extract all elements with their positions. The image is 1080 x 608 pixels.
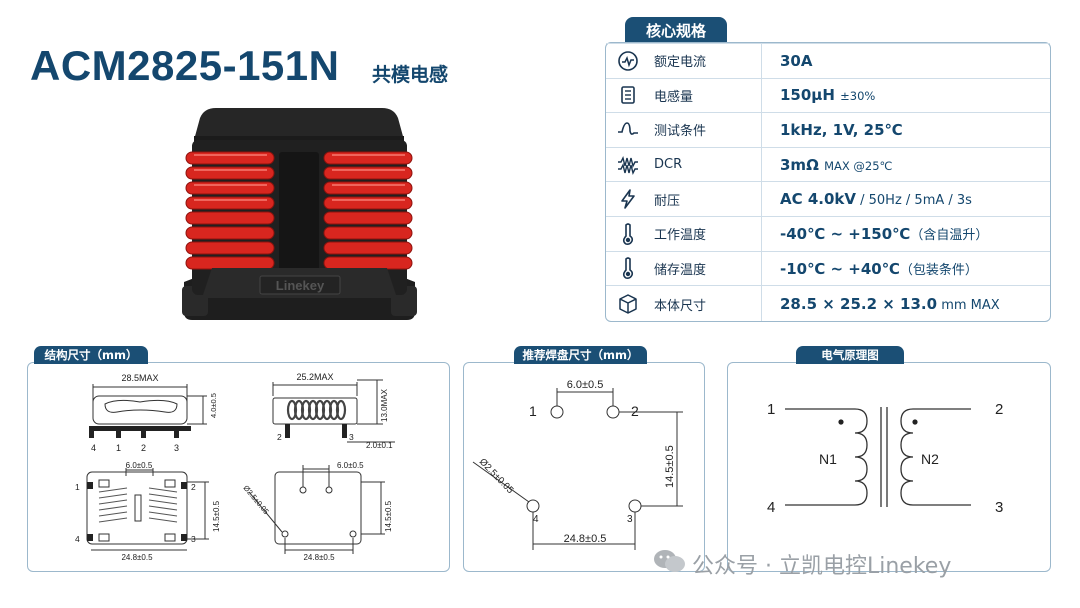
winding-label-n1: N1 [819,451,837,467]
spec-label: 测试条件 [654,124,707,140]
pin-label: 2 [141,443,146,453]
wechat-icon [652,548,686,580]
pin-label: 2 [631,403,639,419]
waveform-icon [606,119,650,141]
spec-value: 28.5 × 25.2 × 13.0 mm MAX [780,295,1000,314]
spec-value: -10℃ ~ +40℃（包装条件） [780,259,978,278]
spec-header-tab: 核心规格 [625,17,727,43]
product-subtitle: 共模电感 [372,64,449,86]
pin-label: 2 [995,401,1003,418]
spec-label: DCR [654,157,683,173]
pin-label: 1 [75,482,80,492]
pin-label: 4 [767,499,775,516]
spec-row-test-condition: 测试条件 1kHz, 1V, 25℃ [606,112,1050,147]
cube-icon [606,293,650,315]
coil-icon [606,84,650,106]
pin-label: 3 [191,534,196,544]
spec-row-inductance: 电感量 150μH ±30% [606,77,1050,113]
dim-side-width-label: 25.2MAX [296,372,333,382]
dimensions-panel [27,362,450,572]
lightning-icon [606,188,650,210]
dim-hole-dia-label: Ø2.5±0.05 [241,484,270,517]
spec-label: 本体尺寸 [654,298,707,314]
dim-pin-length-label: 2.0±0.1 [366,441,393,450]
pin-label: 3 [627,514,633,525]
dim-fp-pitch-label: 6.0±0.5 [337,461,364,470]
spec-label: 储存温度 [654,262,707,278]
pad-panel [463,362,705,572]
dim-fp-span-label: 14.5±0.5 [384,500,393,532]
product-marking: Linekey [276,278,325,293]
dim-width-label: 28.5MAX [121,373,158,383]
pin-label: 1 [529,403,537,419]
product-title: ACM2825-151N [30,42,340,89]
spec-value: -40℃ ~ +150℃（含自温升） [780,225,989,244]
schematic-panel [727,362,1051,572]
pin-label: 3 [995,499,1003,516]
resistor-icon [606,154,650,176]
dimensions-header-tab: 结构尺寸（mm） [34,346,148,364]
spec-label: 电感量 [654,89,694,105]
dim-pin-span-label: 14.5±0.5 [212,500,221,532]
spec-label: 工作温度 [654,228,707,244]
pin-label: 2 [277,432,282,442]
pad-width-label: 24.8±0.5 [564,533,607,545]
spec-label: 耐压 [654,193,681,209]
pin-label: 4 [91,443,96,453]
dim-side-height-label: 13.0MAX [380,388,389,422]
spec-value: 30A [780,51,813,70]
pad-span-label: 14.5±0.5 [664,445,676,488]
spec-value: 3mΩ MAX @25℃ [780,155,893,174]
pad-hole-dia-label: Ø2.5±0.05 [477,456,516,496]
spec-row-operating-temp: 工作温度 -40℃ ~ +150℃（含自温升） [606,216,1050,251]
spec-table: 额定电流 30A 电感量 150μH ±30% 测试条件 1kHz, 1V, 2… [605,42,1051,322]
pin-label: 3 [349,432,354,442]
product-photo: Linekey [172,100,427,332]
spec-row-current: 额定电流 30A [606,43,1050,78]
spec-row-dcr: DCR 3mΩ MAX @25℃ [606,146,1050,182]
spec-value: AC 4.0kV / 50Hz / 5mA / 3s [780,190,972,209]
pin-label: 3 [174,443,179,453]
spec-value: 1kHz, 1V, 25℃ [780,120,903,139]
watermark-text: 公众号 · 立凯电控Linekey [692,554,952,579]
pin-label: 1 [116,443,121,453]
dim-bottom-width-label: 24.8±0.5 [121,553,153,562]
dim-pin-pitch-label: 6.0±0.5 [126,461,153,470]
spec-value: 150μH ±30% [780,86,876,105]
spec-label: 额定电流 [654,55,707,71]
pin-label: 4 [75,534,80,544]
watermark: 公众号 · 立凯电控Linekey [652,548,951,580]
winding-label-n2: N2 [921,451,939,467]
spec-row-storage-temp: 储存温度 -10℃ ~ +40℃（包装条件） [606,250,1050,286]
dim-height-label: 4.0±0.5 [209,393,218,418]
pin-label: 1 [767,401,775,418]
pad-pitch-label: 6.0±0.5 [567,379,604,391]
thermometer-icon [606,256,650,280]
pin-label: 2 [191,482,196,492]
pin-label: 4 [533,514,539,525]
pad-header-tab: 推荐焊盘尺寸（mm） [514,346,647,364]
schematic-drawing: 1 2 3 4 N1 N2 [767,401,1003,516]
schematic-header-tab: 电气原理图 [796,346,904,364]
spec-row-withstand-voltage: 耐压 AC 4.0kV / 50Hz / 5mA / 3s [606,181,1050,216]
current-gauge-icon [606,50,650,72]
thermometer-icon [606,222,650,246]
dim-fp-width-label: 24.8±0.5 [303,553,335,562]
spec-row-body-size: 本体尺寸 28.5 × 25.2 × 13.0 mm MAX [606,285,1050,322]
dimensions-drawing: 28.5MAX 4.0±0.5 4 1 2 3 25.2MAX 13.0MAX … [75,372,395,562]
pad-drawing: 6.0±0.5 14.5±0.5 24.8±0.5 Ø2.5±0.05 1 2 … [472,379,683,550]
